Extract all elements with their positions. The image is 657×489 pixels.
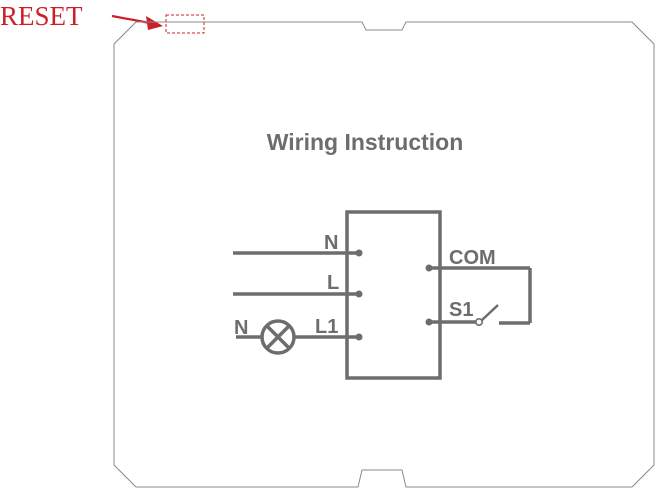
- lamp-neutral-label: N: [234, 317, 248, 339]
- right-terminal-dots: [425, 264, 433, 326]
- terminal-label-com: COM: [449, 247, 496, 269]
- terminal-label-s1: S1: [449, 299, 473, 321]
- lamp-icon: [260, 319, 296, 355]
- reset-button[interactable]: [165, 14, 205, 34]
- left-terminal-dots: [355, 249, 363, 341]
- terminal-label-l: L: [327, 272, 339, 294]
- left-wiring: [233, 251, 359, 339]
- reset-label: RESET: [0, 1, 83, 31]
- diagram-title: Wiring Instruction: [267, 129, 464, 155]
- switch-icon: [474, 304, 499, 326]
- terminal-label-l1: L1: [315, 316, 338, 338]
- terminal-label-n: N: [324, 232, 338, 254]
- right-wiring: [429, 266, 532, 325]
- device-outline: [113, 21, 655, 488]
- reset-arrow: [111, 14, 163, 30]
